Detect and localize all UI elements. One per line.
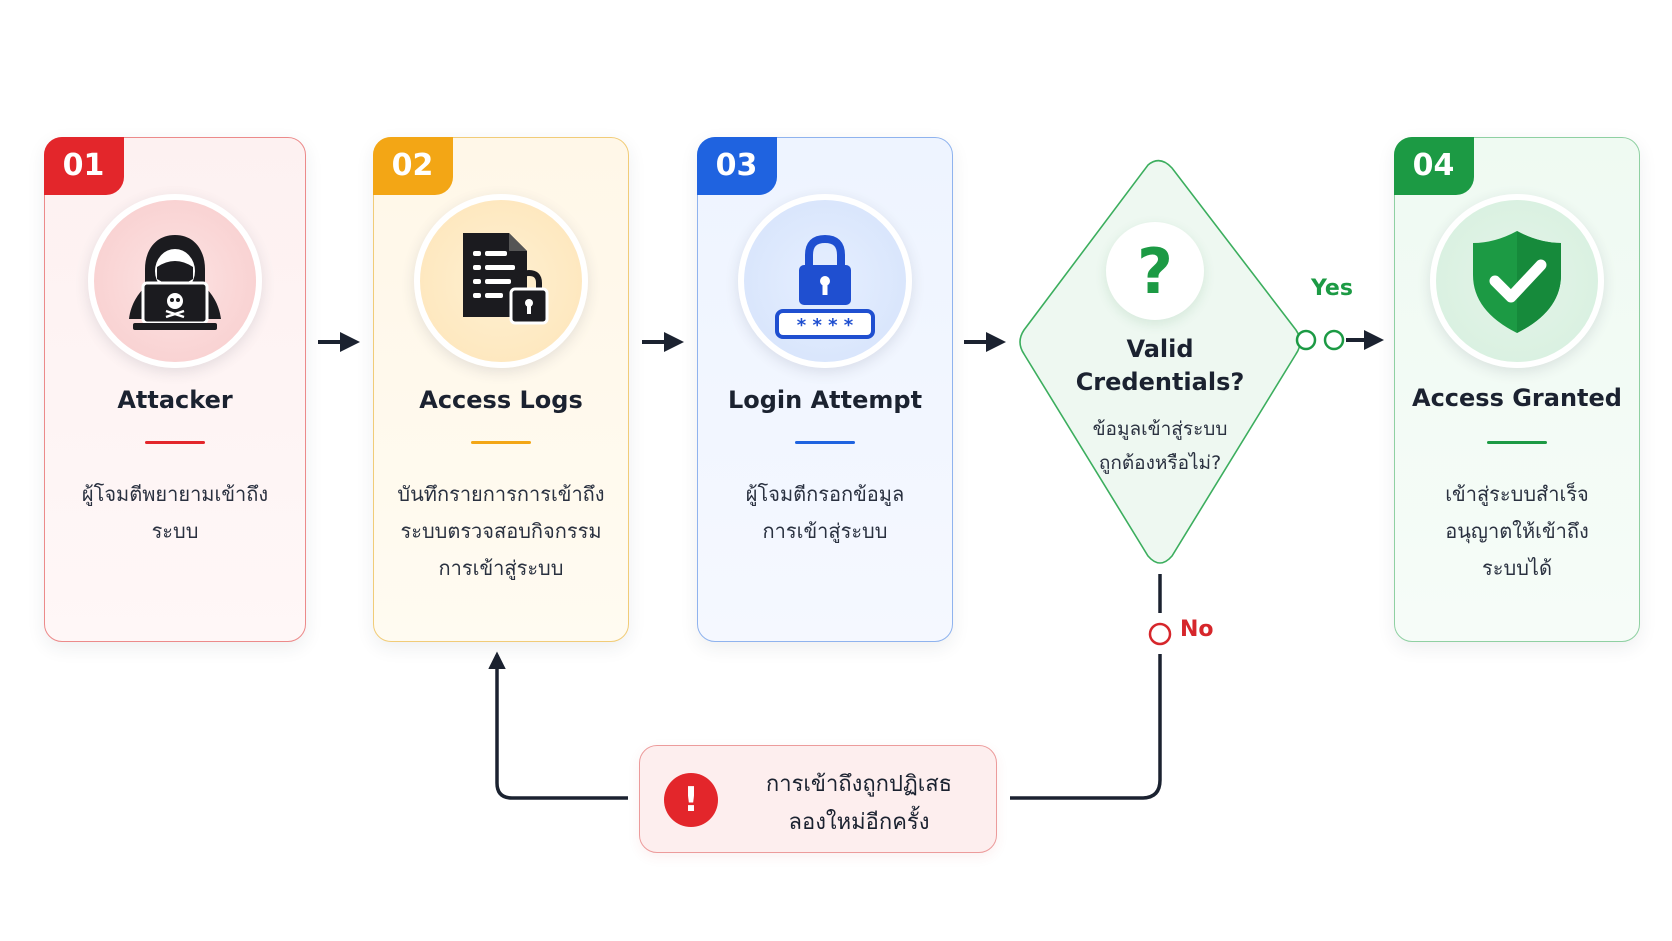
step-description: ผู้โจมตีกรอกข้อมูล การเข้าสู่ระบบ bbox=[745, 482, 905, 543]
retry-line bbox=[488, 651, 628, 800]
shield-check-icon bbox=[1473, 231, 1561, 333]
yes-label: Yes bbox=[1311, 276, 1353, 301]
step-title: Attacker bbox=[117, 386, 233, 414]
divider bbox=[1487, 441, 1547, 444]
step-number: 04 bbox=[1393, 136, 1474, 195]
question-mark-icon: ? bbox=[1106, 222, 1204, 320]
svg-text:* * * *: * * * * bbox=[797, 315, 854, 336]
divider bbox=[471, 441, 531, 444]
step-number: 02 bbox=[372, 136, 453, 195]
step-number: 01 bbox=[43, 136, 124, 195]
hooded-hacker-icon bbox=[129, 235, 221, 330]
icon-circle bbox=[88, 194, 262, 368]
step-title: Access Logs bbox=[419, 386, 583, 414]
step-title: Login Attempt bbox=[727, 386, 923, 414]
no-line-down bbox=[1010, 654, 1162, 800]
icon-circle bbox=[414, 194, 588, 368]
padlock-password-icon: * * * * bbox=[775, 234, 875, 339]
decision-diamond bbox=[1019, 159, 1301, 564]
step-description: ผู้โจมตีพยายามเข้าถึง ระบบ bbox=[81, 482, 269, 543]
icon-circle bbox=[1430, 194, 1604, 368]
document-lock-icon bbox=[463, 233, 549, 325]
divider bbox=[145, 441, 205, 444]
decision-title: Valid Credentials? bbox=[1075, 335, 1245, 396]
step-description: บันทึกรายการการเข้าถึง ระบบตรวจสอบกิจกรร… bbox=[397, 482, 605, 580]
icon-circle: * * * * bbox=[738, 194, 912, 368]
step-title: Access Granted bbox=[1412, 384, 1622, 412]
step-card-access-granted: 04 Access Granted เข้าสู่ระบบสำเร็จ อนุญ… bbox=[1393, 136, 1640, 642]
no-node bbox=[1148, 622, 1172, 646]
step-number: 03 bbox=[696, 136, 777, 195]
step-card-login-attempt: 03 * * * * Login Attempt ผู้โจมตีกรอกข้อ… bbox=[696, 136, 953, 642]
step-description: เข้าสู่ระบบสำเร็จ อนุญาตให้เข้าถึง ระบบไ… bbox=[1445, 482, 1589, 580]
step-card-access-logs: 02 Access Logs บันทึกรายการการเข้าถึง ระ… bbox=[372, 136, 629, 642]
decision-description: ข้อมูลเข้าสู่ระบบ ถูกต้องหรือไม่? bbox=[1092, 418, 1228, 474]
step-card-attacker: 01 Attacker ผู้โจมตีพยายามเข้าถึง ระบบ bbox=[43, 136, 306, 642]
access-denied-box: ! การเข้าถึงถูกปฏิเสธ ลองใหม่อีกครั้ง bbox=[639, 745, 997, 853]
access-denied-text: การเข้าถึงถูกปฏิเสธ ลองใหม่อีกครั้ง bbox=[765, 772, 953, 835]
alert-icon: ! bbox=[664, 773, 718, 827]
no-label: No bbox=[1180, 617, 1214, 642]
yes-node-1 bbox=[1295, 329, 1317, 351]
yes-node-2 bbox=[1323, 329, 1345, 351]
divider bbox=[795, 441, 855, 444]
